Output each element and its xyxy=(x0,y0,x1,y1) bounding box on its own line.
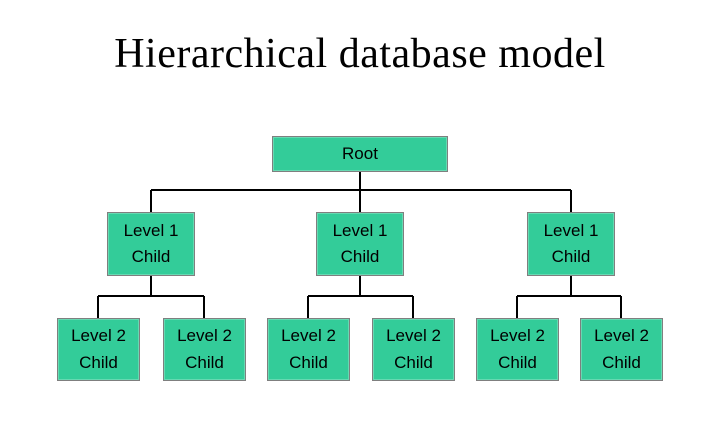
diagram-title: Hierarchical database model xyxy=(114,31,606,77)
node-level1-child-1: Level 1 Child xyxy=(107,212,195,276)
node-level2-child-5: Level 2 Child xyxy=(476,318,559,381)
node-level2-child-3: Level 2 Child xyxy=(267,318,350,381)
node-level2-child-1: Level 2 Child xyxy=(57,318,140,381)
node-level2-child-2: Level 2 Child xyxy=(163,318,246,381)
node-level1-child-2: Level 1 Child xyxy=(316,212,404,276)
node-level1-child-3: Level 1 Child xyxy=(527,212,615,276)
node-level2-child-6: Level 2 Child xyxy=(580,318,663,381)
node-root: Root xyxy=(272,136,448,172)
node-level2-child-4: Level 2 Child xyxy=(372,318,455,381)
